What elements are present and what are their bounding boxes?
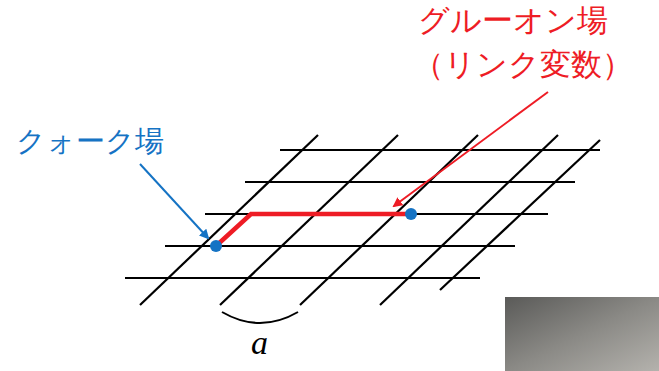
spacing-arc xyxy=(222,312,298,323)
quark-dot xyxy=(210,240,222,252)
field-label: （リンク変数） xyxy=(413,46,633,83)
lattice-grid xyxy=(125,135,600,305)
quark-dot xyxy=(405,208,417,220)
photo-fragment xyxy=(505,297,659,371)
gluon-path xyxy=(216,214,411,246)
field-label: グルーオン場 xyxy=(418,2,608,39)
leader-line xyxy=(140,164,208,238)
field-label: クォーク場 xyxy=(16,124,164,159)
spacing-symbol: a xyxy=(251,326,268,360)
leader-line xyxy=(394,92,548,206)
